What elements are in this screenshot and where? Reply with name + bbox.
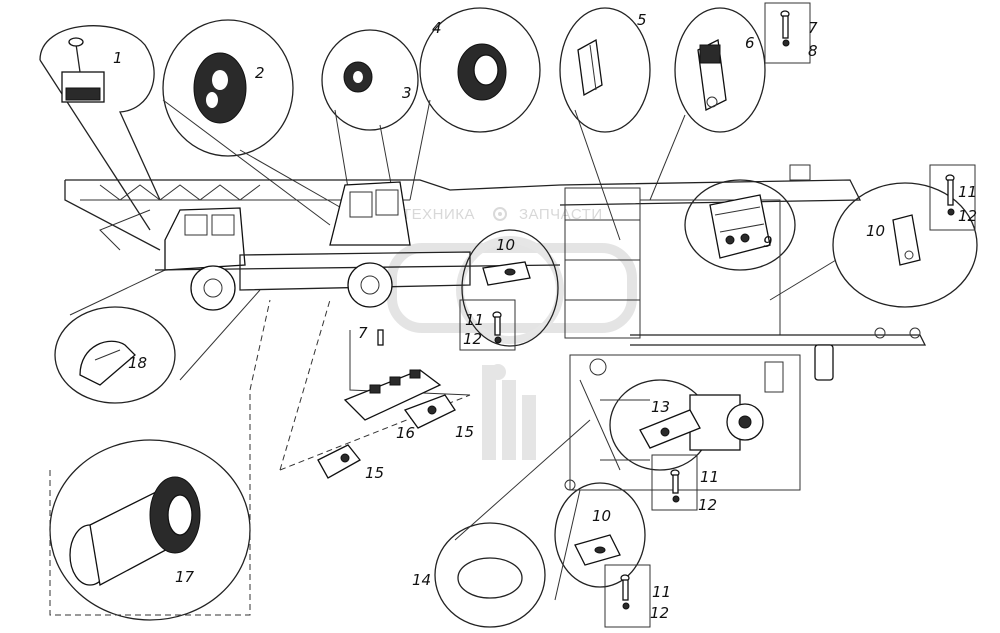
callout-10-bottom: 10 (592, 507, 611, 525)
callout-labels: 1 2 3 4 5 6 7 8 9 10 10 10 11 11 11 11 1… (113, 11, 977, 622)
clip-part-5 (577, 38, 603, 97)
gear-icon (493, 207, 507, 221)
leader-lines (49, 99, 837, 616)
callout-11-bottom: 11 (652, 583, 671, 601)
bubble-grommet-2 (162, 19, 294, 157)
bubble-clamp-18 (54, 306, 176, 404)
bolt-part-11-12-bottom (620, 574, 630, 610)
bubble-grommet-4 (419, 7, 541, 133)
callout-15-lower: 15 (365, 464, 384, 482)
callout-11-center: 11 (465, 311, 484, 329)
frame-bolt-11-12-bottom (604, 564, 651, 628)
motor-unit (689, 394, 764, 451)
callout-3: 3 (402, 84, 412, 102)
grommet-part-3 (343, 61, 373, 93)
rear-wheel (347, 262, 393, 308)
clamp-part-15-upper (403, 394, 456, 429)
bracket-part-9 (709, 194, 771, 259)
bubble-clamp-10-bottom (554, 482, 646, 588)
bubble-clamp-10-center (461, 229, 559, 347)
clamp-part-10-center (482, 261, 531, 286)
callout-10-center: 10 (496, 236, 515, 254)
watermark-logo-icon (482, 364, 536, 460)
callout-16: 16 (396, 424, 415, 442)
bubble-clamp-6 (674, 7, 766, 133)
clamp-part-6 (697, 39, 727, 111)
top-fitting (789, 164, 811, 181)
grommet-part-2 (193, 52, 247, 124)
callout-2: 2 (255, 64, 265, 82)
callout-18: 18 (128, 354, 147, 372)
clamp-part-10-right (892, 214, 921, 266)
bubble-clip-5 (559, 7, 651, 133)
bolt-part-11-12-center (492, 311, 502, 344)
ring-part-14 (457, 557, 523, 599)
callout-4: 4 (432, 19, 442, 37)
watermark-text-left: ТЕХНИКА (402, 206, 475, 223)
bushing-part-4 (457, 43, 507, 101)
callout-11-right: 11 (958, 183, 977, 201)
bubble-grommet-3 (321, 29, 419, 131)
watermark-text-right: ЗАПЧАСТИ (519, 206, 603, 223)
front-wheel (190, 265, 236, 311)
callout-6: 6 (745, 34, 755, 52)
callout-5: 5 (637, 11, 647, 29)
clamp-part-13 (639, 409, 701, 449)
bolt-part-11-12-mid (670, 469, 680, 503)
watermark: ТЕХНИКА ЗАПЧАСТИ (387, 206, 637, 460)
callout-17: 17 (175, 568, 195, 586)
bolt-part-11-12-right (945, 174, 955, 216)
bubble-bracket-9 (684, 179, 796, 271)
callout-1: 1 (113, 49, 123, 67)
frame-bolt-11-12-right (929, 164, 976, 231)
bolt-part-7-lower (377, 329, 384, 346)
callout-7: 7 (808, 19, 818, 37)
toggle-switch-part (61, 37, 105, 103)
bolt-part-7-8 (780, 10, 790, 47)
truck-cab (164, 207, 246, 271)
frame-bolt-11-12-center (459, 299, 516, 351)
callout-12-center: 12 (463, 330, 482, 348)
lower-cylinder (814, 344, 834, 381)
bubble-ring-14 (434, 522, 546, 628)
callout-8: 8 (808, 42, 818, 60)
callout-15-upper: 15 (455, 423, 474, 441)
bubble-clamp-10-right (832, 182, 978, 308)
platform-schematic (564, 164, 927, 491)
bubble-switch (39, 25, 161, 201)
turntable-base (569, 354, 801, 491)
callout-12-mid: 12 (698, 496, 717, 514)
clamp-part-18 (79, 340, 136, 386)
callout-14: 14 (412, 571, 431, 589)
callout-7-lower: 7 (358, 324, 368, 342)
clamp-part-15-lower (317, 444, 361, 479)
callout-12-bottom: 12 (650, 604, 669, 622)
clamp-part-10-bottom (574, 534, 621, 566)
frame-bolt-11-12-mid (651, 454, 698, 511)
callout-12-right: 12 (958, 207, 977, 225)
callout-10-right: 10 (866, 222, 885, 240)
terminal-block-part-16 (343, 369, 442, 421)
callout-13: 13 (651, 398, 670, 416)
connector-part-17 (69, 476, 201, 586)
callout-11-mid: 11 (700, 468, 719, 486)
callout-9: 9 (763, 233, 773, 251)
crane-truck (64, 179, 862, 311)
frame-bolt-7-8 (764, 2, 811, 64)
